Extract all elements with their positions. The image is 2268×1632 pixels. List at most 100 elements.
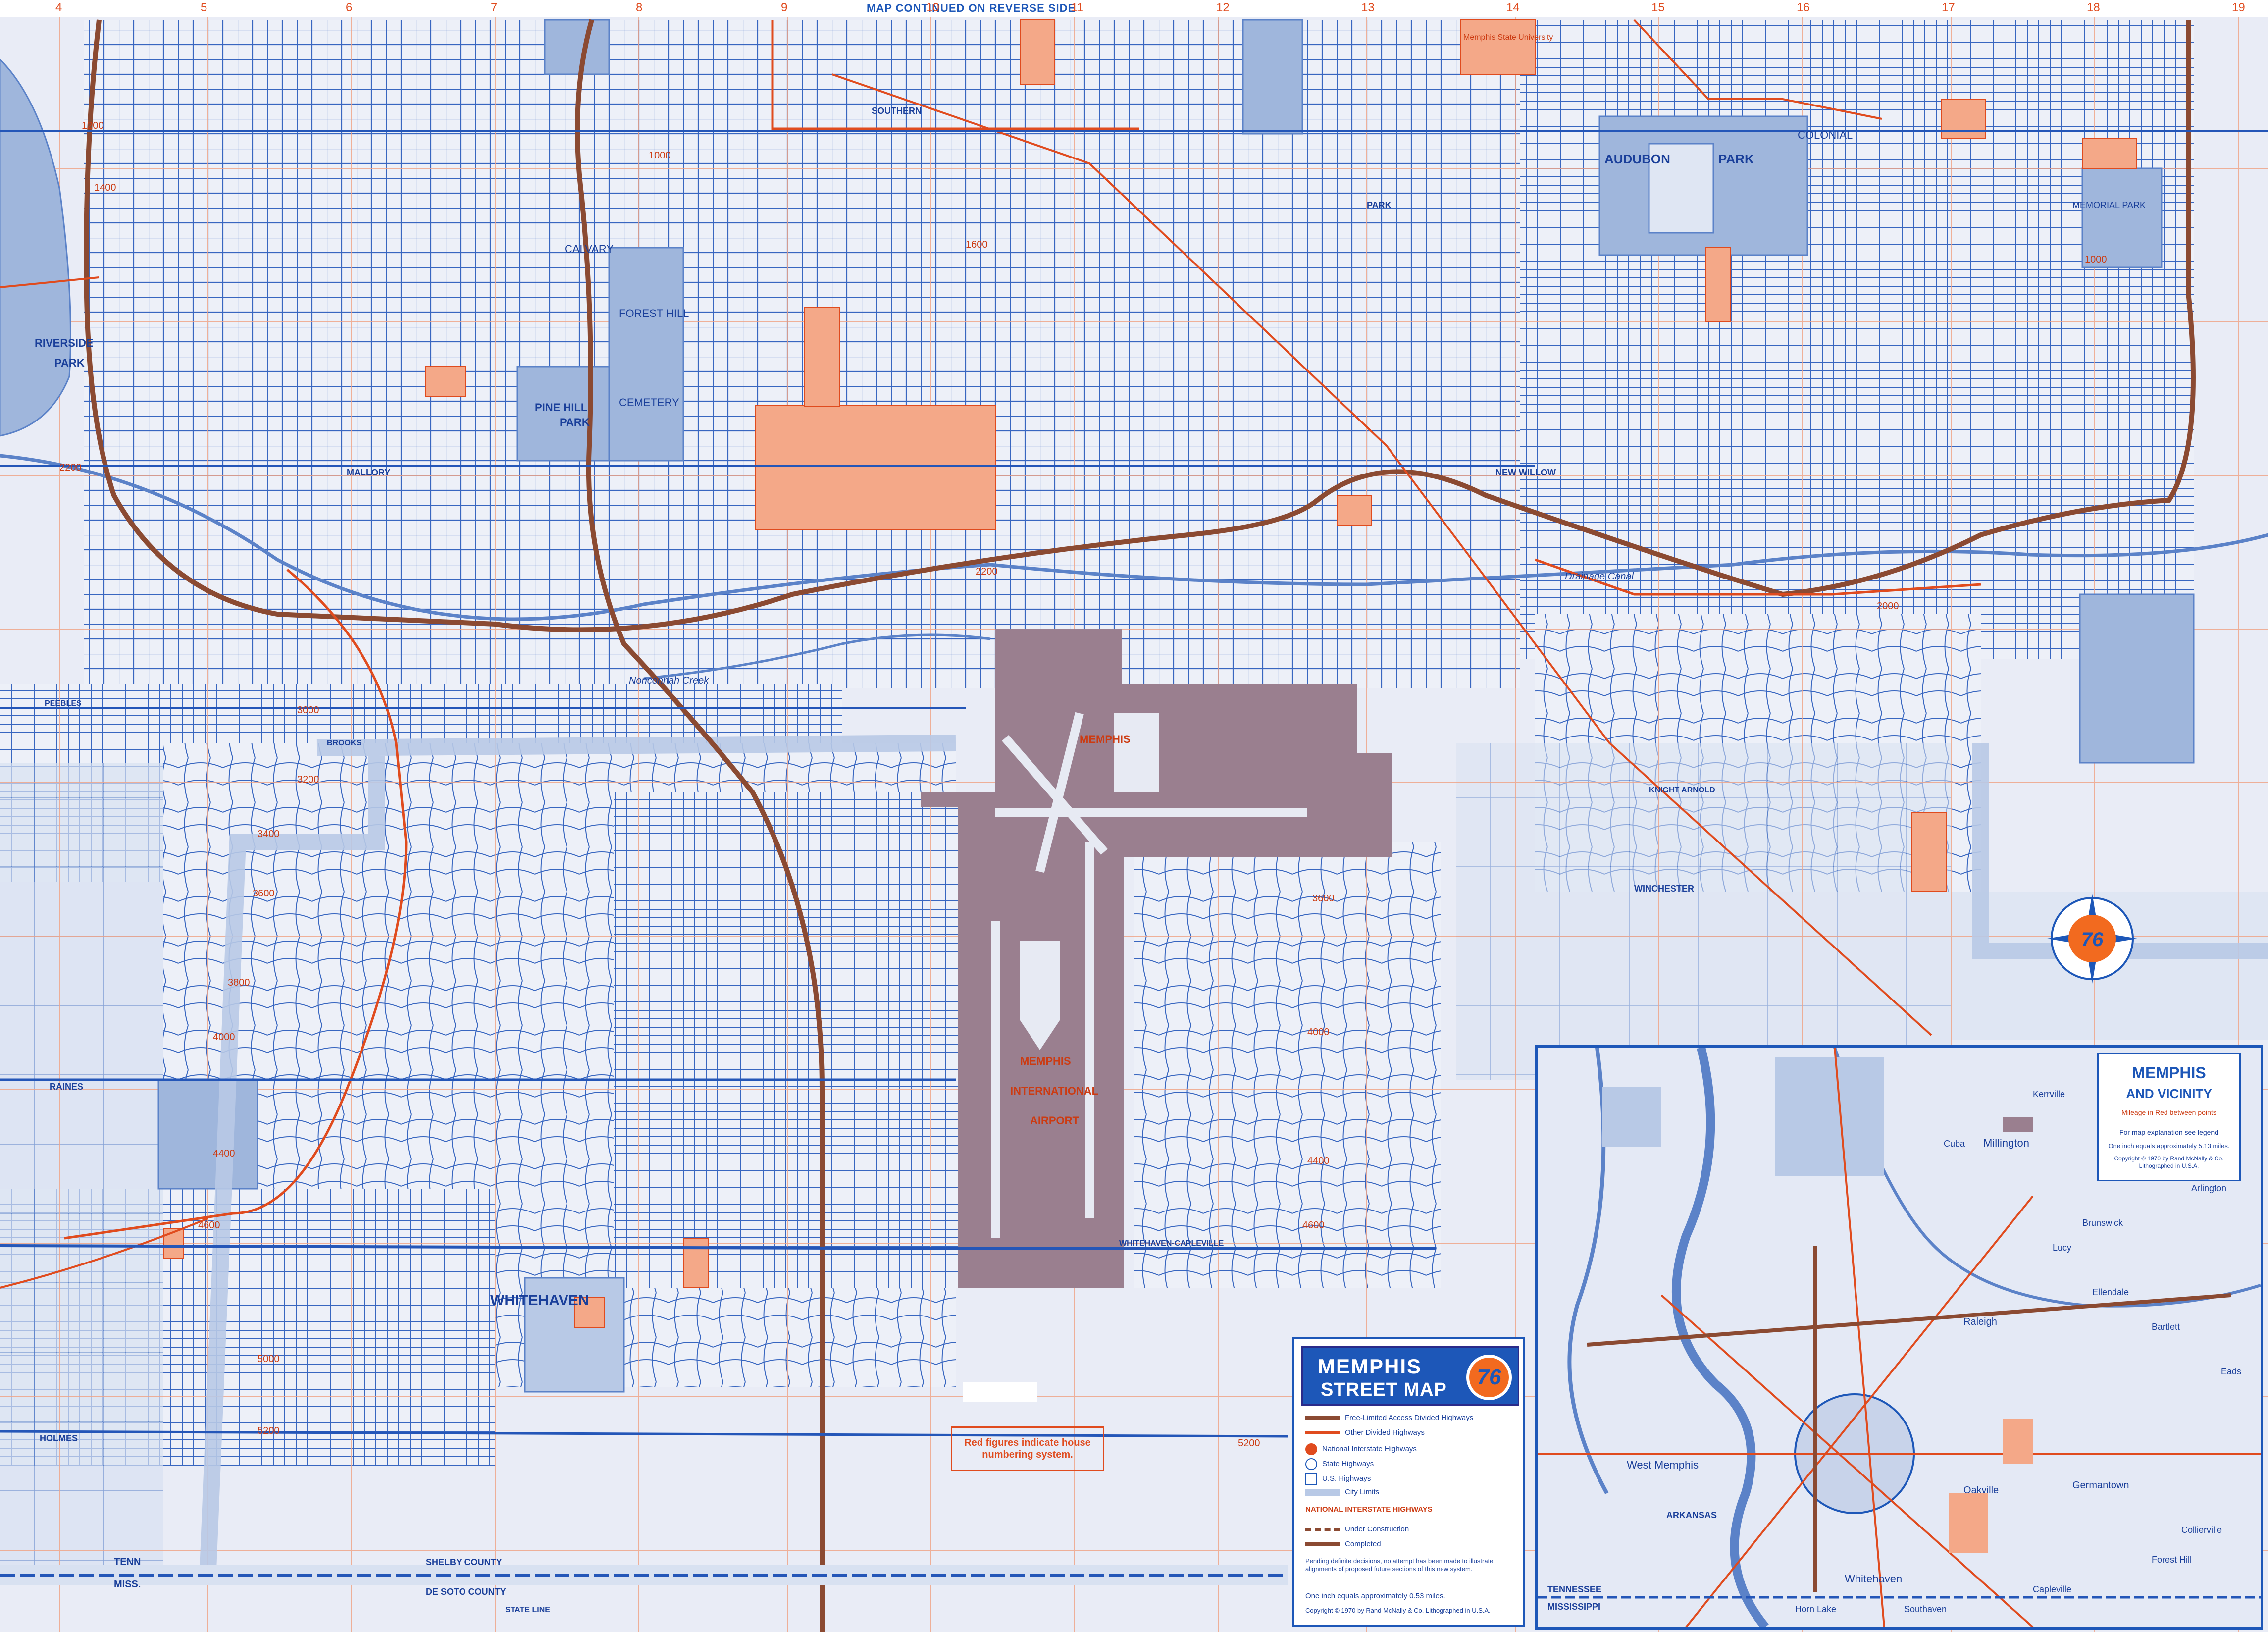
new-willow-label: NEW WILLOW [1495, 468, 1556, 477]
house-number-4600-right: 4600 [1302, 1220, 1325, 1231]
legend-row-label: State Highways [1322, 1459, 1374, 1468]
map-continued-label: MAP CONTINUED ON REVERSE SIDE [867, 2, 1076, 14]
southern-label: SOUTHERN [872, 106, 922, 116]
house-number-3600: 3600 [253, 888, 275, 899]
grid-column-number: 16 [1797, 1, 1810, 14]
interstate-240 [84, 19, 2196, 632]
miss-label: MISS. [114, 1579, 141, 1590]
city-limits-swatch [1305, 1489, 1340, 1496]
divided-highway-swatch [1305, 1416, 1340, 1421]
completed-swatch [1305, 1542, 1340, 1547]
house-number-4600: 4600 [198, 1220, 220, 1231]
legend-row-label: City Limits [1345, 1488, 1380, 1496]
house-number-5000: 5000 [258, 1354, 280, 1365]
under-construction-swatch [1305, 1528, 1340, 1531]
vicinity-town-whitehaven: Whitehaven [1845, 1573, 1902, 1585]
vicinity-town-lucy: Lucy [2053, 1243, 2071, 1253]
house-number-5200: 5200 [258, 1425, 280, 1436]
drainage-canal-label: Drainage Canal [1565, 571, 1634, 582]
house-number-3000: 3000 [297, 705, 319, 716]
vicinity-town-arlington: Arlington [2191, 1183, 2226, 1193]
house-number-4400: 4400 [213, 1148, 235, 1159]
grid-column-number: 19 [2232, 1, 2245, 14]
grid-column-number: 12 [1216, 1, 1230, 14]
whitehaven-park [157, 1079, 258, 1190]
legend-row-label: NATIONAL INTERSTATE HIGHWAYS [1305, 1505, 1433, 1514]
airport-label-3: INTERNATIONAL [1010, 1085, 1098, 1097]
airport-label-1: MEMPHIS [1080, 733, 1131, 745]
vicinity-town-bartlett: Bartlett [2152, 1322, 2180, 1332]
vicinity-town-collierville: Collierville [2181, 1525, 2222, 1535]
grid-column-number: 7 [491, 1, 498, 14]
grid-column-number: 9 [781, 1, 788, 14]
house-number-2200-left: 2200 [59, 462, 82, 473]
de-soto-county-label: DE SOTO COUNTY [426, 1587, 506, 1597]
grid-column-number: 5 [201, 1, 207, 14]
legend-row: Other Divided Highways [1305, 1428, 1425, 1437]
memphis-state-university [1460, 19, 1536, 75]
vicinity-town-forest-hill: Forest Hill [2152, 1555, 2192, 1565]
legend-row-label: U.S. Highways [1322, 1474, 1371, 1483]
riverside-park-label-2: PARK [54, 357, 85, 369]
airport-area [921, 629, 1392, 1402]
legend-row: State Highways [1305, 1458, 1374, 1470]
vicinity-town-ellendale: Ellendale [2092, 1287, 2129, 1297]
brooks-label: BROOKS [327, 739, 362, 747]
legend-row: Completed [1305, 1540, 1381, 1548]
grid-column-number: 17 [1942, 1, 1955, 14]
nonconnah-creek-label: Nonconnah Creek [629, 675, 709, 686]
pine-hill-label: PINE HILL [535, 401, 587, 414]
house-number-1400: 1400 [94, 182, 116, 193]
vicinity-town-raleigh: Raleigh [1963, 1316, 1997, 1327]
audubon-park-label: PARK [1718, 152, 1754, 166]
whitehaven-label: WHITEHAVEN [490, 1292, 589, 1309]
airport-label-4: AIRPORT [1030, 1114, 1080, 1127]
other-divided-highway-swatch [1305, 1431, 1340, 1435]
legend-row: National Interstate Highways [1305, 1443, 1417, 1455]
vicinity-inset-map: Millington Raleigh West Memphis Oakville… [1535, 1045, 2263, 1630]
house-number-1000-right: 1000 [2085, 254, 2107, 265]
legend-row-label: Other Divided Highways [1345, 1428, 1425, 1437]
vicinity-title-line2: AND VICINITY [2126, 1086, 2212, 1101]
legend-copyright: Copyright © 1970 by Rand McNally & Co. L… [1305, 1607, 1491, 1614]
vicinity-town-west-memphis: West Memphis [1627, 1459, 1699, 1471]
grid-column-number: 18 [2087, 1, 2100, 14]
vicinity-title: MEMPHIS AND VICINITY [2099, 1063, 2239, 1104]
legend-title: MEMPHIS [1318, 1355, 1422, 1378]
vicinity-town-cuba: Cuba [1944, 1139, 1965, 1149]
grid-column-number: 4 [55, 1, 62, 14]
mallory-label: MALLORY [347, 468, 390, 477]
legend-row: Under Construction [1305, 1525, 1409, 1533]
vicinity-town-brunswick: Brunswick [2082, 1218, 2123, 1228]
vicinity-town-germantown: Germantown [2072, 1480, 2129, 1491]
street-map-legend: MEMPHIS STREET MAP 76 Free-Limited Acces… [1292, 1337, 1525, 1627]
grid-column-number: 6 [346, 1, 353, 14]
knight-arnold-label: KNIGHT ARNOLD [1649, 786, 1715, 794]
vicinity-title-line1: MEMPHIS [2132, 1064, 2206, 1082]
house-number-2000-right: 2000 [1877, 601, 1899, 612]
memorial-park [2081, 167, 2163, 268]
riverside-park-label: RIVERSIDE [35, 337, 94, 349]
vicinity-state-tennessee: TENNESSEE [1547, 1584, 1601, 1594]
vicinity-state-mississippi: MISSISSIPPI [1547, 1602, 1600, 1612]
raines-label: RAINES [50, 1082, 83, 1092]
compass-rose-icon: 76 [2047, 894, 2137, 984]
army-depot [755, 405, 996, 530]
vicinity-town-eads: Eads [2221, 1367, 2241, 1376]
east-park [2079, 593, 2195, 764]
house-number-4000: 4000 [213, 1032, 235, 1043]
house-number-1600: 1600 [966, 239, 988, 250]
colonial-label: COLONIAL [1798, 129, 1853, 141]
house-number-4000-right: 4000 [1307, 1027, 1330, 1038]
house-number-1200: 1200 [82, 120, 104, 131]
shelby-county-label: SHELBY COUNTY [426, 1557, 502, 1567]
house-number-3200: 3200 [297, 774, 319, 785]
house-number-3600-right: 3600 [1312, 893, 1335, 904]
pine-hill-park-label: PARK [560, 416, 590, 428]
state-highway-shield-icon [1305, 1458, 1317, 1470]
house-number-2200: 2200 [976, 566, 998, 577]
holmes-label: HOLMES [40, 1433, 78, 1443]
audubon-label: AUDUBON [1604, 152, 1670, 166]
